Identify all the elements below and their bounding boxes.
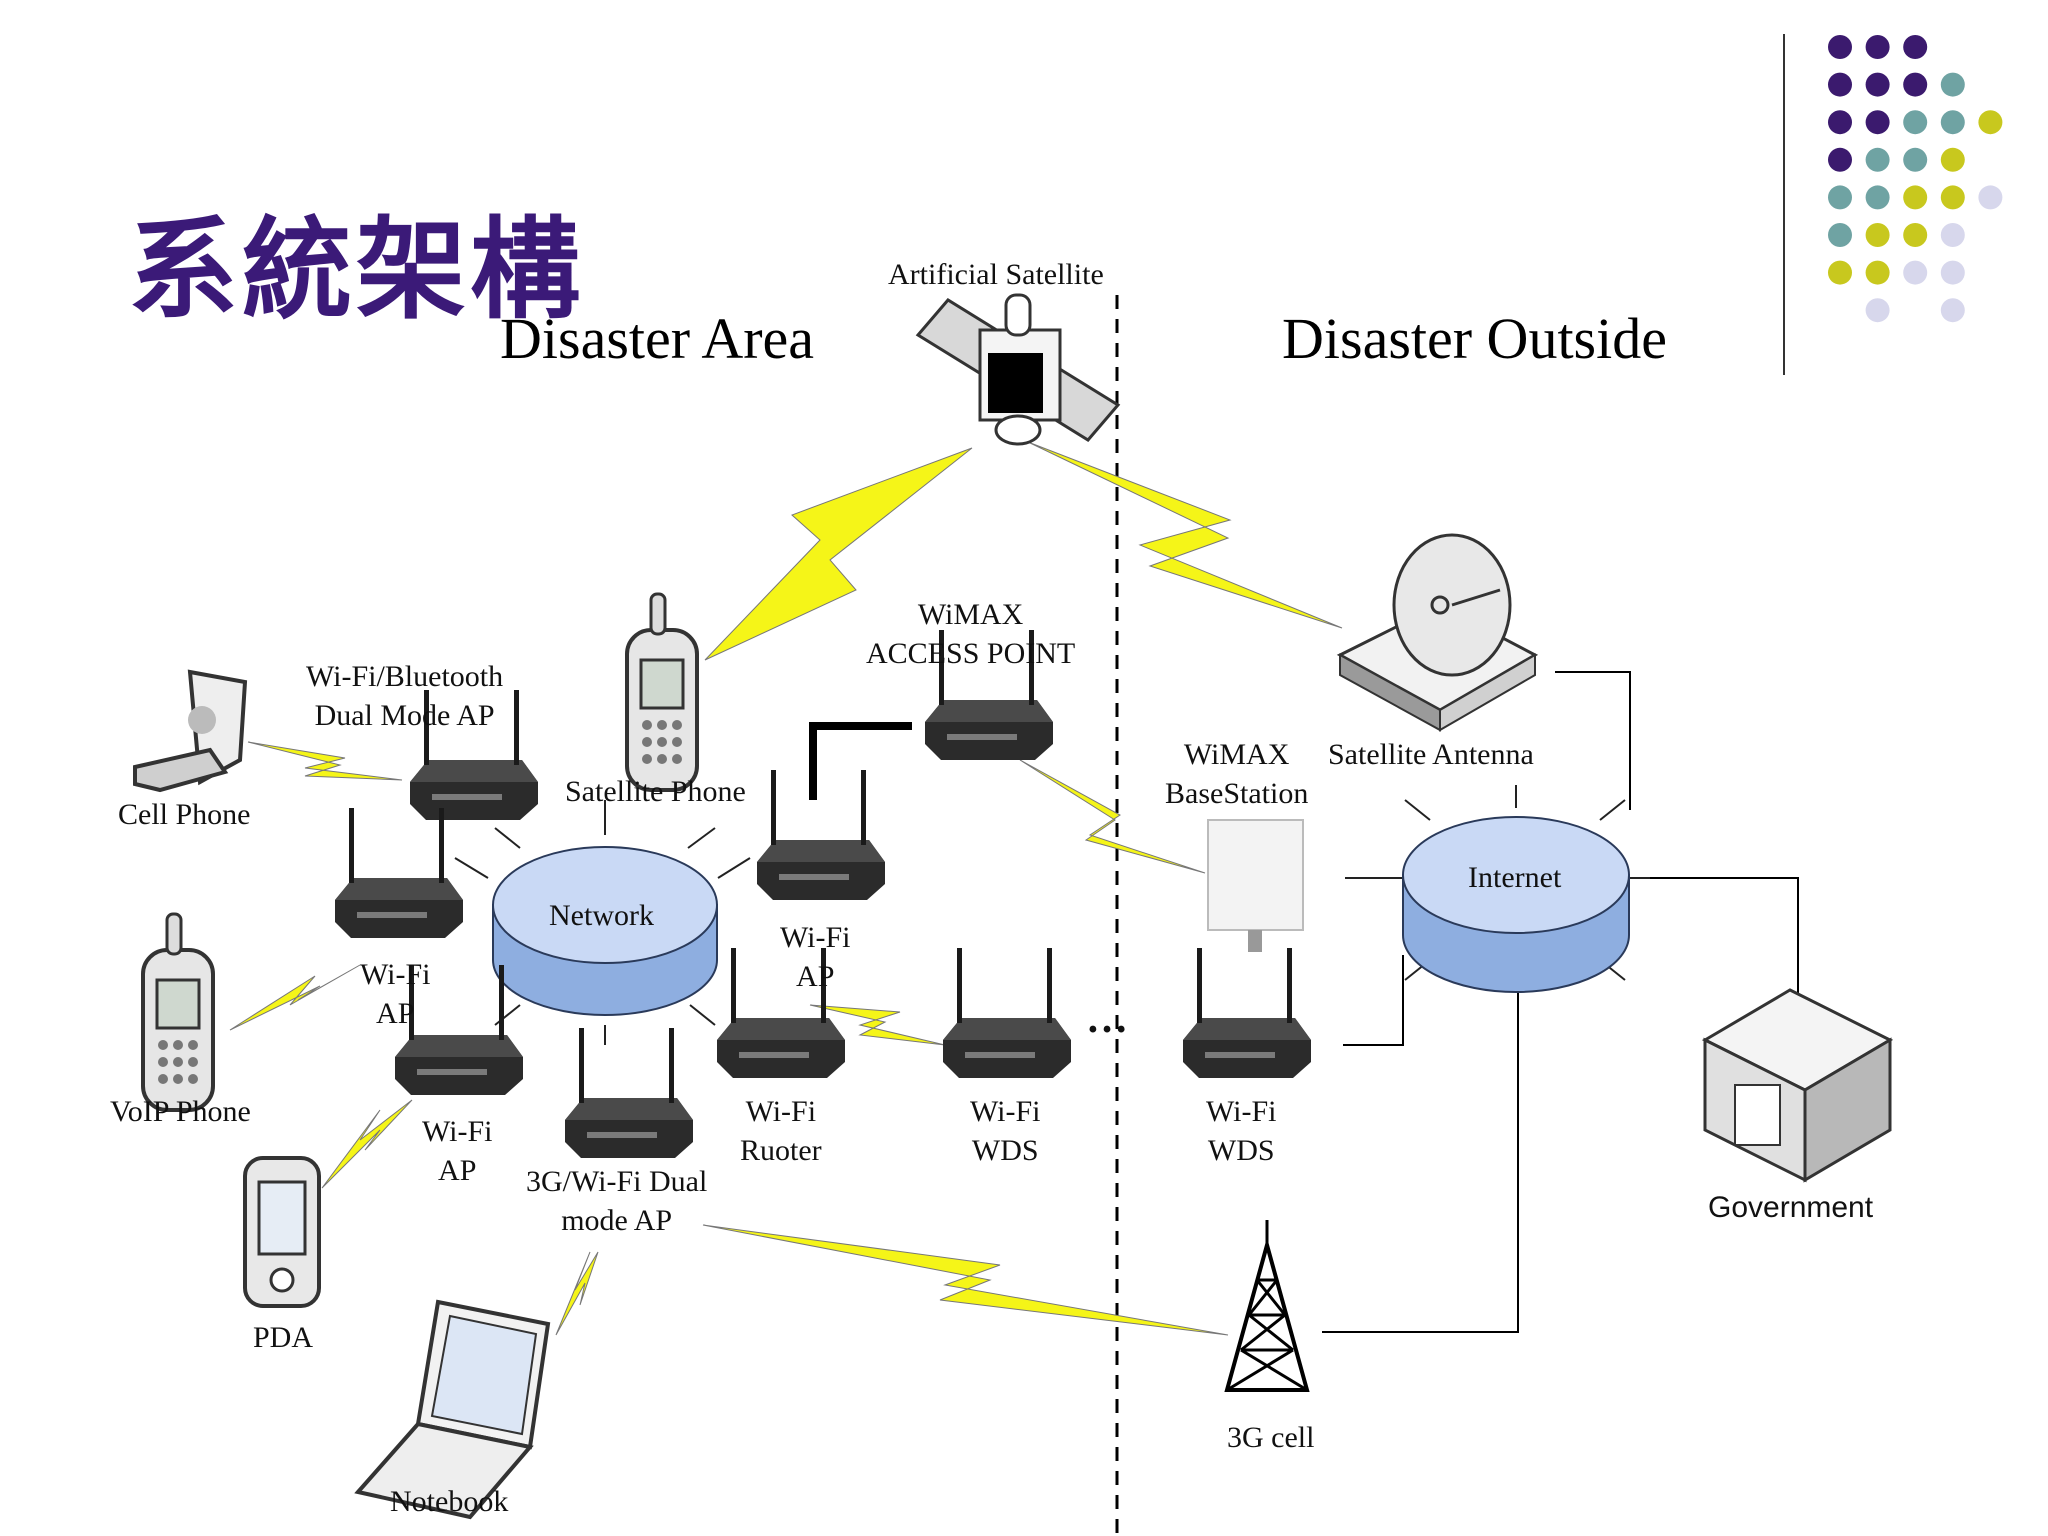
decor-dot — [1865, 72, 1890, 97]
label-internet: Internet — [1468, 861, 1562, 894]
network-disk — [454, 800, 751, 1045]
decor-dot — [1940, 147, 1965, 172]
label-satellite-antenna: Satellite Antenna — [1328, 738, 1534, 771]
decor-dot — [1903, 185, 1928, 210]
wifi-wds-left-icon — [943, 948, 1071, 1078]
decor-dot — [1828, 260, 1852, 285]
decor-dot — [1828, 35, 1852, 59]
label-network: Network — [549, 899, 654, 932]
decor-dot — [1828, 223, 1852, 247]
decor-dot — [1940, 223, 1965, 247]
decorative-dot-grid — [1828, 35, 2003, 323]
wifi-wds-right-icon — [1183, 948, 1311, 1078]
label-artificial-satellite: Artificial Satellite — [888, 258, 1104, 291]
voip-phone-icon — [141, 912, 215, 1112]
decor-dot — [1903, 35, 1928, 59]
region-disaster-outside: Disaster Outside — [1282, 306, 1667, 371]
wifi-ap-left-icon — [335, 808, 463, 938]
decor-dot — [1903, 223, 1928, 247]
lightning-cellphone — [247, 741, 403, 781]
decor-dot — [1865, 223, 1890, 247]
region-disaster-area: Disaster Area — [500, 306, 815, 371]
decor-dot — [1828, 185, 1852, 210]
ellipsis-marker: … — [1086, 996, 1128, 1042]
label-3g-cell: 3G cell — [1227, 1421, 1315, 1454]
internet-disk — [1345, 785, 1650, 993]
decor-dot — [1865, 298, 1890, 323]
cell-phone-icon — [133, 669, 248, 793]
decor-dot — [1865, 147, 1890, 172]
lightning-satellite-phone — [704, 447, 973, 661]
decor-dot — [1865, 260, 1890, 285]
cell-tower-icon — [1224, 1220, 1310, 1392]
satellite-phone-icon — [625, 592, 699, 792]
decor-dot — [1940, 72, 1965, 97]
lightning-notebook — [555, 1251, 599, 1336]
government-building-icon — [1701, 988, 1894, 1183]
decor-dot — [1828, 147, 1852, 172]
label-notebook: Notebook — [390, 1485, 509, 1518]
lightning-satellite-antenna — [1027, 441, 1343, 629]
wifi-ap-center-icon — [757, 770, 885, 900]
lightning-pda — [321, 1099, 413, 1189]
pda-icon — [243, 1156, 321, 1308]
decor-dot — [1940, 260, 1965, 285]
dual-mode-ap-icon — [565, 1028, 693, 1158]
satellite-icon — [915, 293, 1121, 446]
decor-dot — [1978, 110, 2003, 135]
decor-dot — [1903, 110, 1928, 135]
label-cell-phone: Cell Phone — [118, 798, 251, 831]
label-pda: PDA — [253, 1321, 314, 1354]
lightning-3g — [702, 1224, 1229, 1336]
decor-dot — [1865, 185, 1890, 210]
decor-dot — [1865, 110, 1890, 135]
notebook-icon — [354, 1299, 551, 1520]
wireless-links — [229, 441, 1343, 1336]
slide-title: 系統架構 — [128, 206, 584, 334]
decor-dot — [1940, 185, 1965, 210]
decor-dot — [1903, 72, 1928, 97]
decor-dot — [1865, 35, 1890, 59]
decor-dot — [1903, 147, 1928, 172]
decor-dot — [1940, 298, 1965, 323]
decor-dot — [1940, 110, 1965, 135]
wimax-wired-link — [809, 722, 912, 800]
decor-dot — [1903, 260, 1928, 285]
decor-dot — [1828, 110, 1852, 135]
decor-dot — [1978, 185, 2003, 210]
label-satellite-phone: Satellite Phone — [565, 775, 746, 808]
label-government: Government — [1708, 1191, 1874, 1224]
label-voip-phone: VoIP Phone — [110, 1095, 251, 1128]
decor-dot — [1828, 72, 1852, 97]
wimax-basestation-icon — [1207, 819, 1304, 952]
lightning-wimax — [1019, 759, 1206, 874]
lightning-voip — [229, 964, 361, 1031]
satellite-antenna-icon — [1336, 533, 1539, 732]
